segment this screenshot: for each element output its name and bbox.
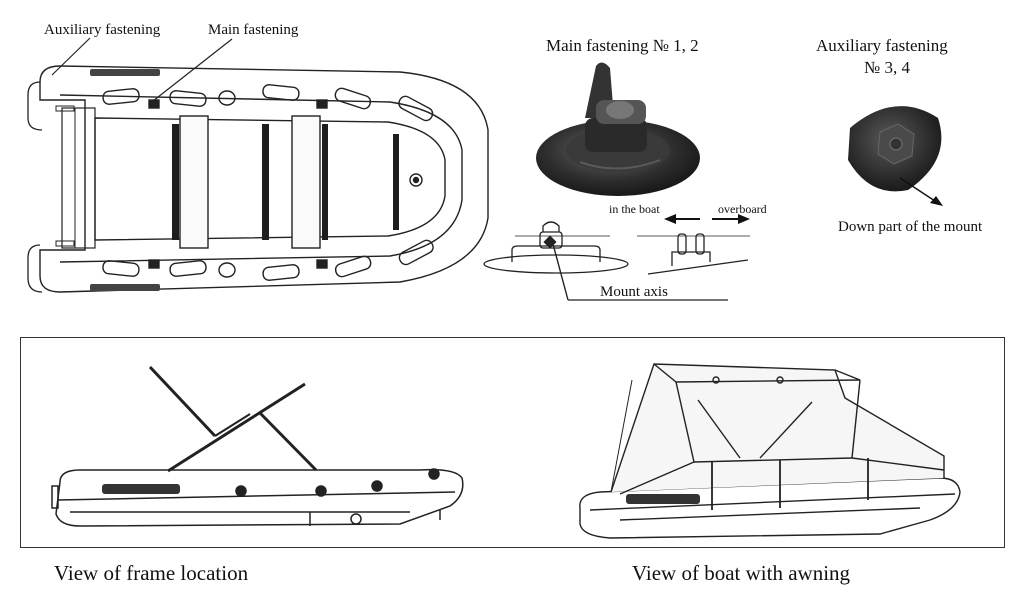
aux-fastening-title-line1: Auxiliary fastening: [816, 36, 948, 55]
aux-mount-image: [848, 106, 942, 192]
mount-axis-schematic: [483, 221, 728, 301]
in-the-boat-label: in the boat: [609, 202, 660, 216]
frame-view-caption: View of frame location: [54, 561, 249, 585]
direction-arrows: [664, 214, 750, 224]
views-frame-box: [20, 337, 1005, 548]
down-part-arrow-line: [899, 177, 939, 204]
awning-view-caption: View of boat with awning: [632, 561, 851, 585]
side-mount-schematic: [637, 233, 750, 275]
main-fastening-leader: [152, 38, 233, 102]
awning-view-boat: [579, 363, 961, 539]
main-mount-image: [536, 62, 700, 196]
mount-axis-label: Mount axis: [600, 284, 668, 300]
main-fastening-label: Main fastening: [208, 22, 299, 38]
down-part-arrow-head: [930, 196, 943, 206]
down-part-label: Down part of the mount: [838, 219, 983, 235]
aux-fastening-title-line2: № 3, 4: [864, 58, 910, 77]
aux-fastening-leader: [51, 37, 91, 76]
main-fastening-title: Main fastening № 1, 2: [546, 36, 699, 55]
aux-fastening-label: Auxiliary fastening: [44, 22, 161, 38]
boat-top-view: [27, 65, 489, 293]
frame-view-boat: [51, 365, 464, 527]
overboard-label: overboard: [718, 202, 767, 216]
